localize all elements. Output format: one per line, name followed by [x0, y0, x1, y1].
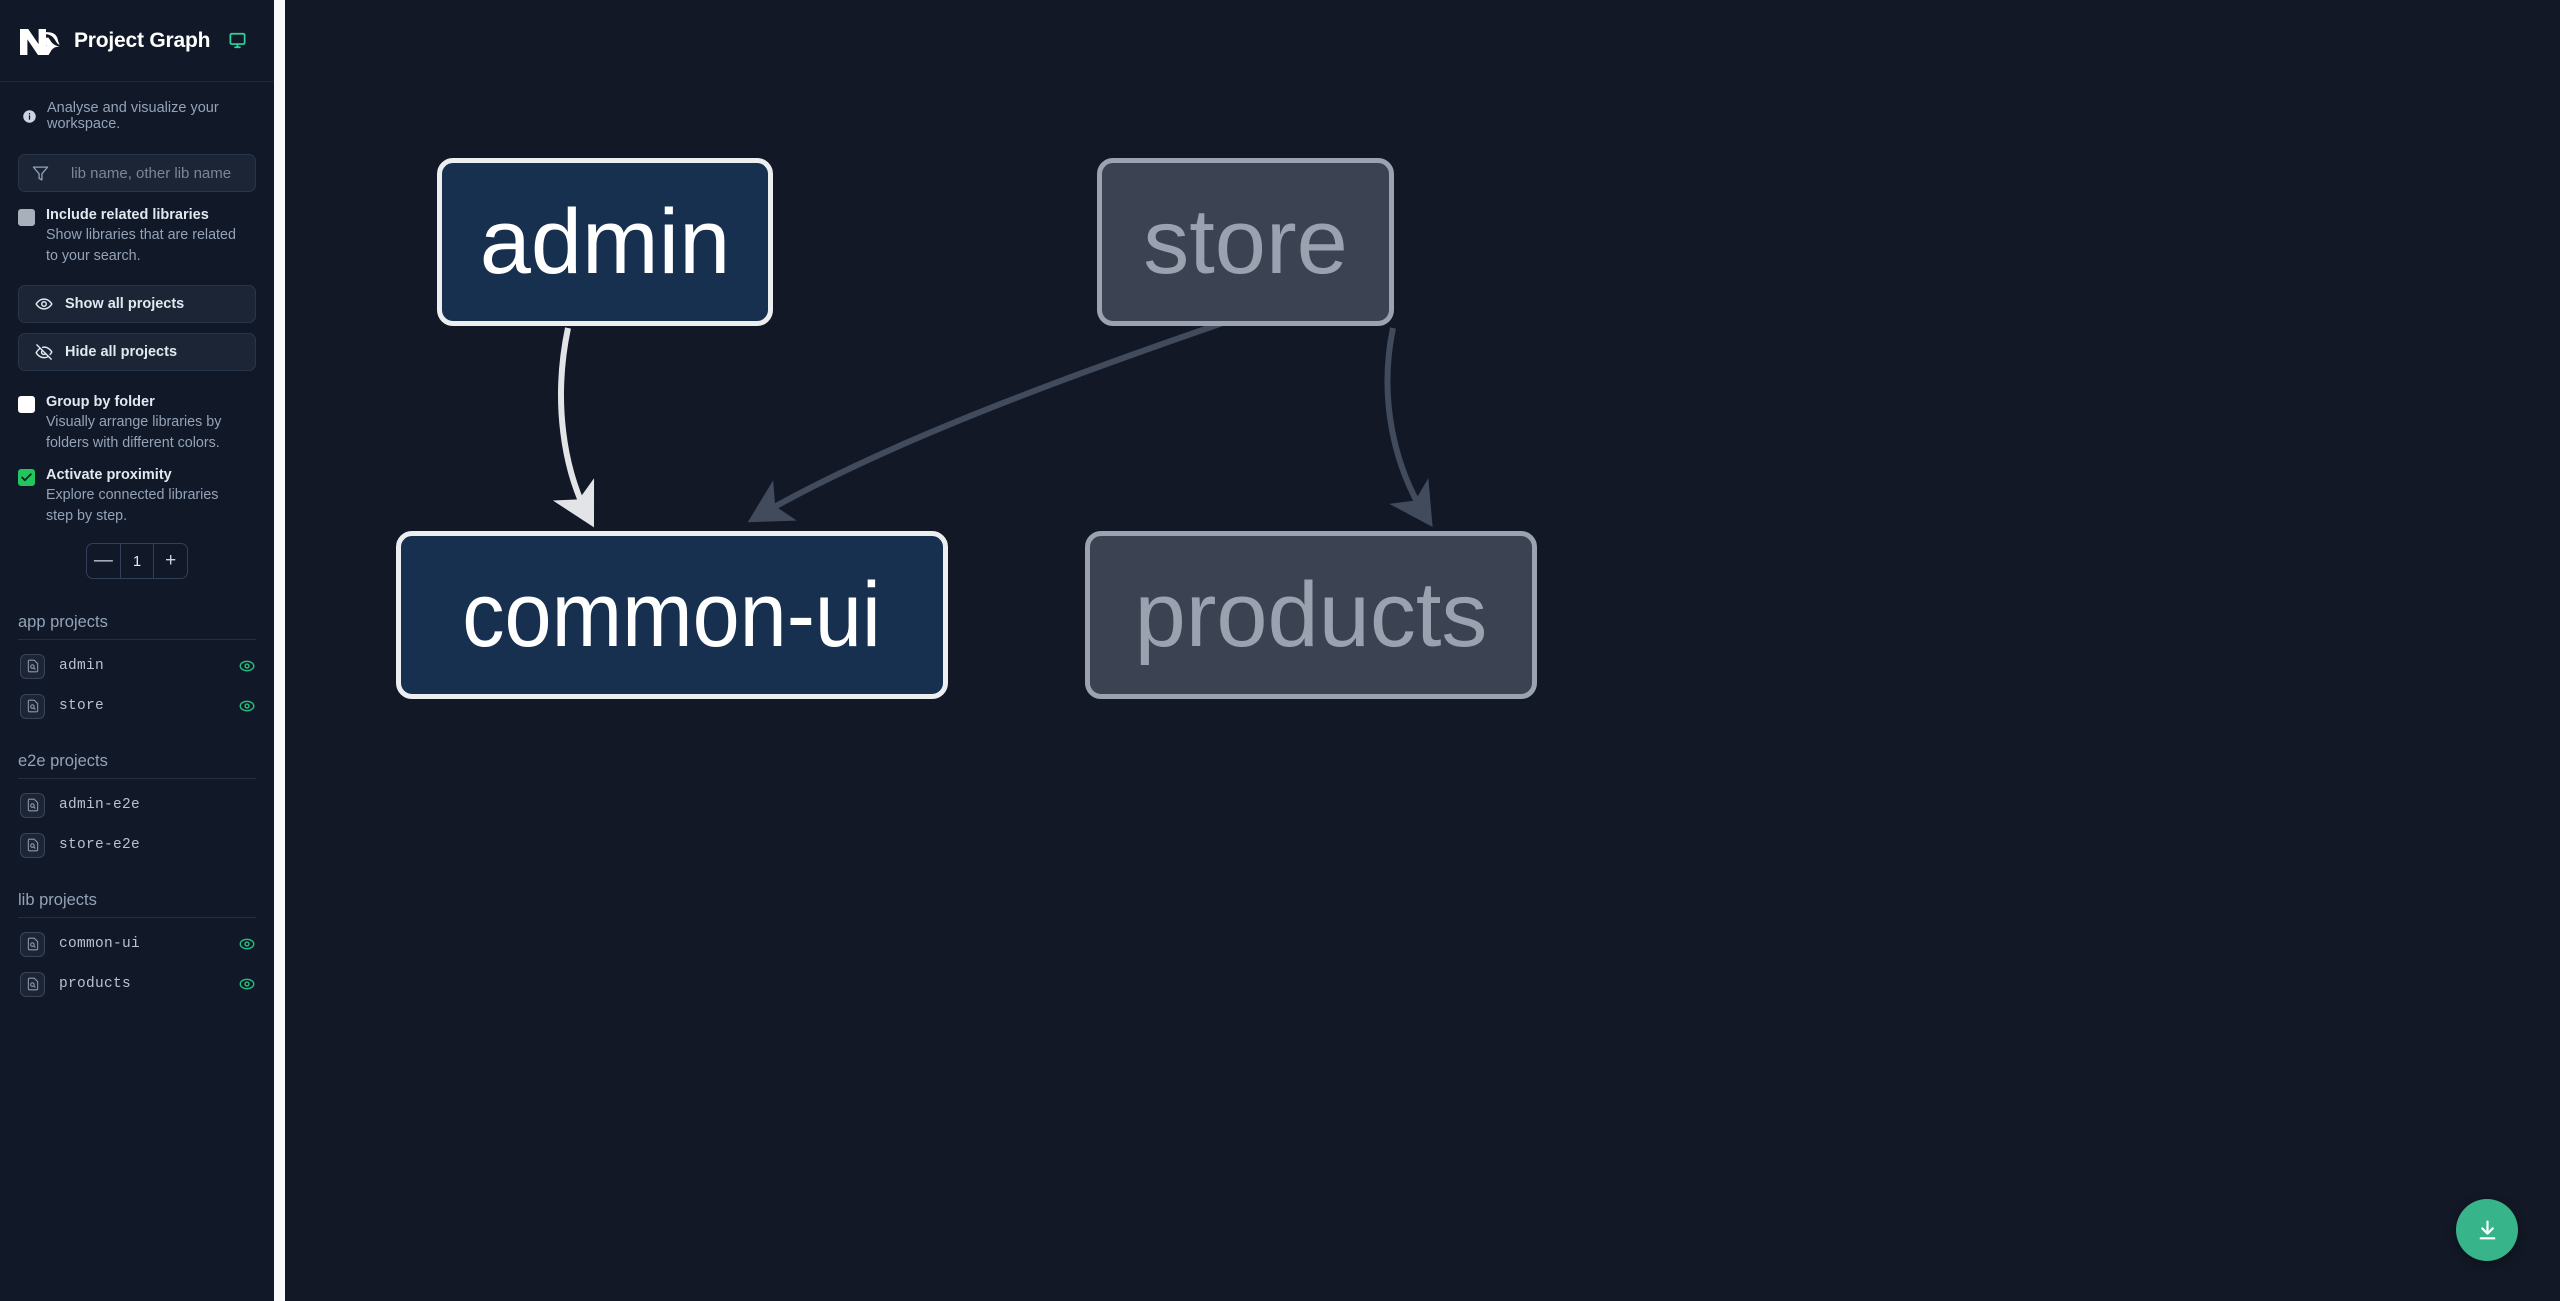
check-icon: [21, 473, 32, 482]
graph-node-admin[interactable]: admin: [437, 158, 773, 326]
search-input[interactable]: [59, 155, 255, 191]
edge-store-to-common-ui: [747, 297, 1290, 523]
graph-node-label: admin: [479, 191, 731, 293]
project-name: admin: [59, 658, 105, 674]
project-list: app projects admin: [0, 613, 274, 1301]
option-group-by-folder[interactable]: Group by folder Visually arrange librari…: [0, 371, 274, 454]
proximity-stepper[interactable]: — 1 +: [86, 543, 188, 579]
download-graph-button[interactable]: [2456, 1199, 2518, 1261]
info-icon: [23, 109, 36, 123]
page-title: Project Graph: [74, 28, 211, 52]
sidebar-resizer[interactable]: [274, 0, 285, 1301]
option-description: Show libraries that are related to your …: [46, 227, 236, 264]
project-group-e2e: e2e projects admin-e2e: [0, 752, 274, 865]
hide-all-projects-label: Hide all projects: [65, 344, 178, 360]
option-title: Group by folder: [46, 394, 155, 410]
graph-node-common-ui[interactable]: common-ui: [396, 531, 948, 699]
project-row-store[interactable]: store: [18, 686, 256, 726]
project-name: products: [59, 976, 132, 992]
edge-store-to-products: [1384, 327, 1433, 528]
project-file-icon: [20, 693, 45, 719]
eye-visible-icon[interactable]: [238, 697, 256, 715]
graph-node-store[interactable]: store: [1097, 158, 1394, 326]
eye-visible-icon[interactable]: [238, 975, 256, 993]
graph-node-products[interactable]: products: [1085, 531, 1537, 699]
graph-node-label: common-ui: [462, 564, 882, 666]
project-group-title: app projects: [18, 613, 256, 640]
filter-icon: [32, 165, 49, 181]
download-icon: [2479, 1220, 2495, 1239]
option-activate-proximity[interactable]: Activate proximity Explore connected lib…: [0, 454, 274, 527]
proximity-decrement-button[interactable]: —: [87, 544, 120, 578]
project-row-common-ui[interactable]: common-ui: [18, 924, 256, 964]
hide-all-projects-button[interactable]: Hide all projects: [18, 333, 256, 371]
project-group-title: e2e projects: [18, 752, 256, 779]
monitor-icon[interactable]: [228, 31, 247, 50]
proximity-increment-button[interactable]: +: [154, 544, 187, 578]
visibility-buttons: Show all projects Hide all projects: [0, 267, 274, 371]
sidebar-header: Project Graph: [0, 0, 274, 82]
option-title: Activate proximity: [46, 467, 172, 483]
activate-proximity-checkbox[interactable]: [18, 469, 35, 486]
nx-logo: [20, 28, 60, 55]
sidebar: Project Graph Analyse and visualize your…: [0, 0, 274, 1301]
option-include-related-libraries[interactable]: Include related libraries Show libraries…: [0, 192, 274, 267]
eye-visible-icon[interactable]: [238, 935, 256, 953]
show-all-projects-label: Show all projects: [65, 296, 185, 312]
tagline-text: Analyse and visualize your workspace.: [47, 100, 219, 132]
tagline: Analyse and visualize your workspace.: [0, 82, 274, 148]
project-file-icon: [20, 653, 45, 679]
project-row-products[interactable]: products: [18, 964, 256, 1004]
project-row-admin-e2e[interactable]: admin-e2e: [18, 785, 256, 825]
search-box[interactable]: [18, 154, 256, 192]
project-group-app: app projects admin: [0, 613, 274, 726]
project-file-icon: [20, 832, 45, 858]
eye-off-icon: [35, 344, 53, 360]
project-file-icon: [20, 971, 45, 997]
option-description: Visually arrange libraries by folders wi…: [46, 414, 222, 451]
eye-icon: [35, 298, 53, 310]
project-row-admin[interactable]: admin: [18, 646, 256, 686]
project-name: store-e2e: [59, 837, 141, 853]
edge-admin-to-common-ui: [552, 327, 595, 528]
graph-canvas[interactable]: admin store common-ui products: [285, 0, 2560, 1301]
graph-node-label: store: [1143, 191, 1348, 293]
project-file-icon: [20, 931, 45, 957]
group-by-folder-checkbox[interactable]: [18, 396, 35, 413]
show-all-projects-button[interactable]: Show all projects: [18, 285, 256, 323]
project-name: store: [59, 698, 105, 714]
project-group-title: lib projects: [18, 891, 256, 918]
project-name: admin-e2e: [59, 797, 141, 813]
include-related-libraries-checkbox[interactable]: [18, 209, 35, 226]
eye-visible-icon[interactable]: [238, 657, 256, 675]
project-row-store-e2e[interactable]: store-e2e: [18, 825, 256, 865]
project-file-icon: [20, 792, 45, 818]
project-group-lib: lib projects common-ui: [0, 891, 274, 1004]
option-title: Include related libraries: [46, 207, 209, 223]
option-description: Explore connected libraries step by step…: [46, 487, 219, 524]
project-name: common-ui: [59, 936, 141, 952]
graph-node-label: products: [1134, 564, 1488, 666]
proximity-value: 1: [119, 544, 155, 578]
